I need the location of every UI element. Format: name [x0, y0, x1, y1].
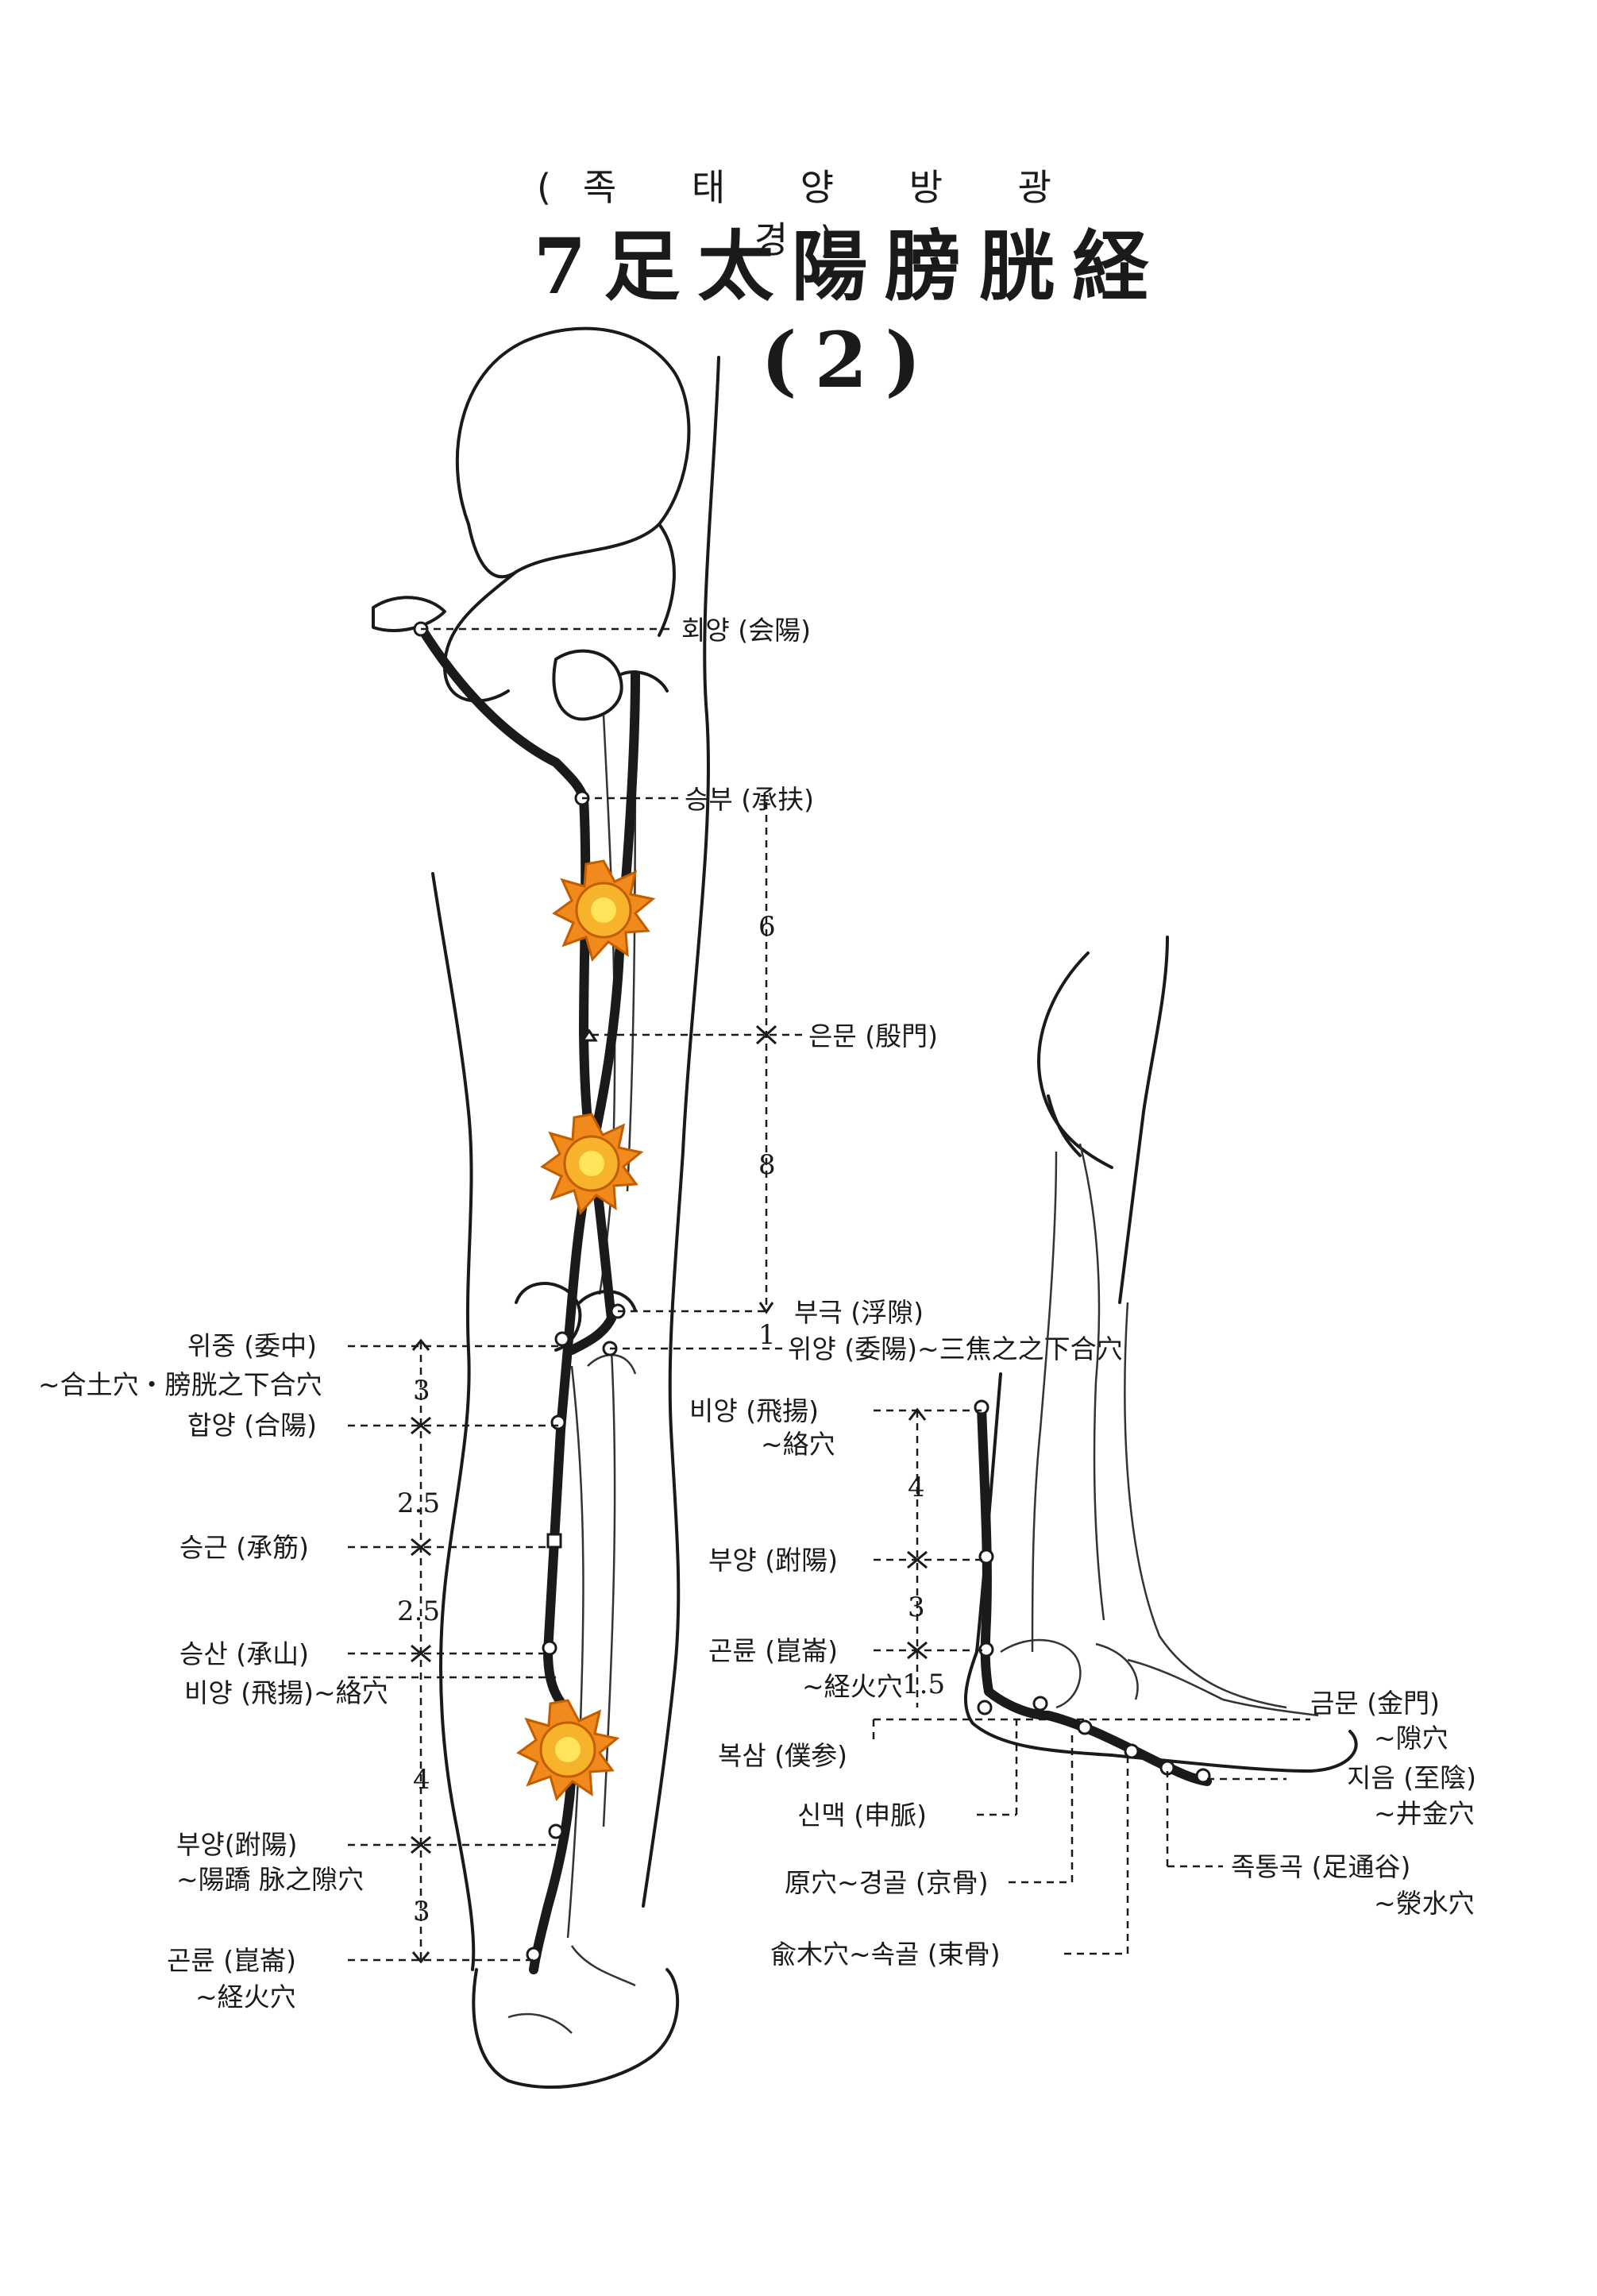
label-boksam: 복삼 (僕参): [718, 1740, 847, 1771]
label-seungsan: 승산 (承山): [179, 1638, 309, 1669]
label-sinmaek: 신맥 (申脈): [797, 1800, 927, 1831]
label-eunmun: 은문 (殷門): [808, 1021, 938, 1052]
leg-measure-axis-right: [755, 802, 777, 1314]
measure-leg-2-5a: 2.5: [397, 1488, 440, 1519]
foot-acupoints: [974, 1399, 1211, 1784]
label-buyang-note: ~陽蹻 脉之隙穴: [176, 1864, 364, 1895]
meridian-line-foot: [977, 1403, 1212, 1786]
measure-leg-3: 3: [413, 1375, 430, 1407]
label-gollyun-note: ~経火穴: [195, 1982, 296, 2012]
title-block: (족 태 양 방 광 경) 7足太陽膀胱経(2): [0, 0, 1597, 405]
label-jieum: 지음 (至陰): [1347, 1762, 1476, 1793]
meridian-line-leg: [416, 623, 640, 1974]
leg-leaders-right: [421, 627, 802, 1350]
leg-measure-axis-left: [411, 1338, 431, 1964]
leg-acupoints: [413, 621, 626, 1962]
label-jieum-note: ~井金穴: [1374, 1798, 1475, 1829]
sun-marker-2: [541, 1113, 642, 1214]
label-bugeuk: 부극 (浮隙): [794, 1297, 924, 1328]
label-joktonggok: 족통곡 (足通谷): [1231, 1851, 1410, 1882]
measure-leg-2-5b: 2.5: [397, 1596, 440, 1627]
label-foot-biyang: 비양 (飛揚): [689, 1395, 819, 1426]
label-biyang: 비양 (飛揚)~絡穴: [184, 1677, 388, 1708]
label-foot-biyang-note: ~絡穴: [761, 1429, 835, 1460]
label-wijung: 위중 (委中): [187, 1330, 317, 1361]
leg-leaders-left: [348, 1345, 562, 1962]
label-geummun-note: ~隙穴: [1374, 1723, 1448, 1754]
measure-foot-1-5: 1.5: [902, 1669, 945, 1700]
label-wiyang: 위양 (委陽)~三焦之之下合穴: [788, 1333, 1123, 1364]
measure-leg-1: 1: [758, 1319, 776, 1351]
measure-leg-6: 6: [758, 911, 776, 943]
sun-marker-1: [553, 859, 654, 961]
label-seungbu: 승부 (承扶): [685, 784, 814, 815]
label-wijung-note: ~合土穴・膀胱之下合穴: [38, 1369, 322, 1400]
label-hapyang: 합양 (合陽): [187, 1410, 317, 1441]
title-reading: (족 태 양 방 광 경): [536, 166, 1084, 261]
label-geummun: 금문 (金門): [1310, 1688, 1440, 1719]
label-foot-gollyun-note: ~経火穴: [802, 1671, 903, 1702]
sun-marker-3: [517, 1699, 619, 1800]
page-title: 7足太陽膀胱経(2): [533, 222, 1167, 405]
foot-measure-axis: [907, 1407, 928, 1708]
label-foot-gollyun: 곤륜 (崑崙): [708, 1635, 838, 1666]
label-joktonggok-note: ~滎水穴: [1374, 1888, 1475, 1919]
label-gyeonggol: 原穴~경골 (京骨): [785, 1867, 989, 1898]
measure-leg-4: 4: [413, 1764, 430, 1796]
label-seunggeun: 승근 (承筋): [179, 1532, 309, 1563]
measure-leg-3b: 3: [413, 1896, 430, 1927]
foot-outline: [963, 936, 1358, 1773]
measure-leg-8: 8: [758, 1149, 776, 1181]
measure-foot-4: 4: [908, 1472, 925, 1503]
leg-outline: [372, 326, 720, 2090]
label-buyang: 부양(跗陽): [176, 1829, 297, 1860]
foot-leaders: [872, 1409, 1310, 1955]
label-hoeyang: 회양 (会陽): [681, 615, 811, 646]
measure-foot-3: 3: [908, 1592, 925, 1623]
label-sokgol: 兪木穴~속골 (束骨): [770, 1939, 1001, 1970]
label-gollyun: 곤륜 (崑崙): [167, 1945, 296, 1976]
label-foot-buyang: 부양 (跗陽): [708, 1545, 838, 1576]
